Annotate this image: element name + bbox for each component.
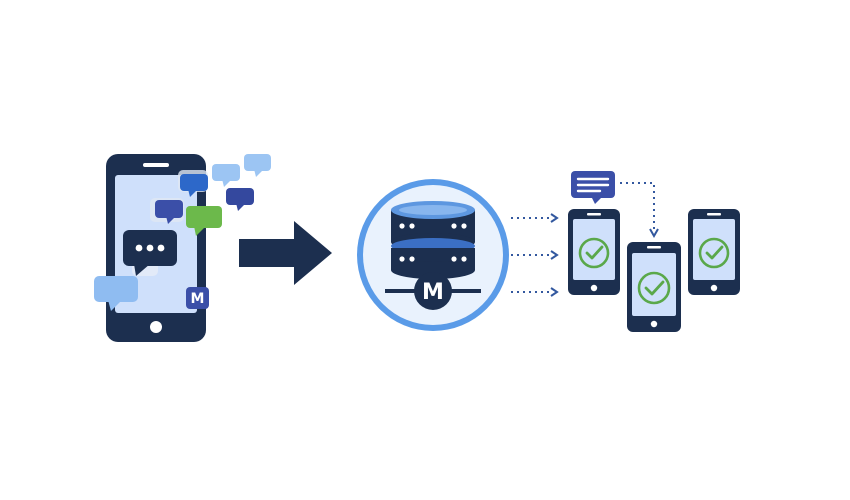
pale-chat-bubble-icon bbox=[212, 164, 240, 187]
checkmark-circle-icon bbox=[637, 271, 671, 305]
server-badge-letter: M bbox=[422, 280, 444, 305]
light-blue-chat-bubble-icon bbox=[94, 276, 138, 311]
dark-chat-bubble-icon bbox=[226, 188, 254, 211]
green-chat-bubble-icon bbox=[186, 206, 222, 236]
chat-typing-bubble-icon bbox=[123, 230, 177, 276]
recipient-phone-1-icon bbox=[568, 209, 620, 295]
notification-dotted-connector-icon bbox=[620, 182, 659, 239]
m-badge-icon: M bbox=[186, 287, 209, 309]
source-badge-letter: M bbox=[191, 291, 205, 307]
flow-arrow-icon bbox=[239, 221, 332, 285]
blue-chat-bubble-icon bbox=[180, 174, 208, 197]
dotted-arrow-bottom-icon bbox=[511, 287, 559, 297]
dotted-arrow-top-icon bbox=[511, 213, 559, 223]
recipient-phone-2-icon bbox=[627, 242, 681, 332]
top-chat-bubble-icon bbox=[244, 154, 271, 177]
dotted-arrow-middle-icon bbox=[511, 250, 559, 260]
checkmark-circle-icon bbox=[578, 237, 610, 269]
message-notification-icon bbox=[571, 171, 615, 204]
server-icon: M bbox=[357, 179, 509, 331]
recipient-phone-3-icon bbox=[688, 209, 740, 295]
checkmark-circle-icon bbox=[698, 237, 730, 269]
indigo-chat-bubble-icon bbox=[155, 200, 183, 224]
